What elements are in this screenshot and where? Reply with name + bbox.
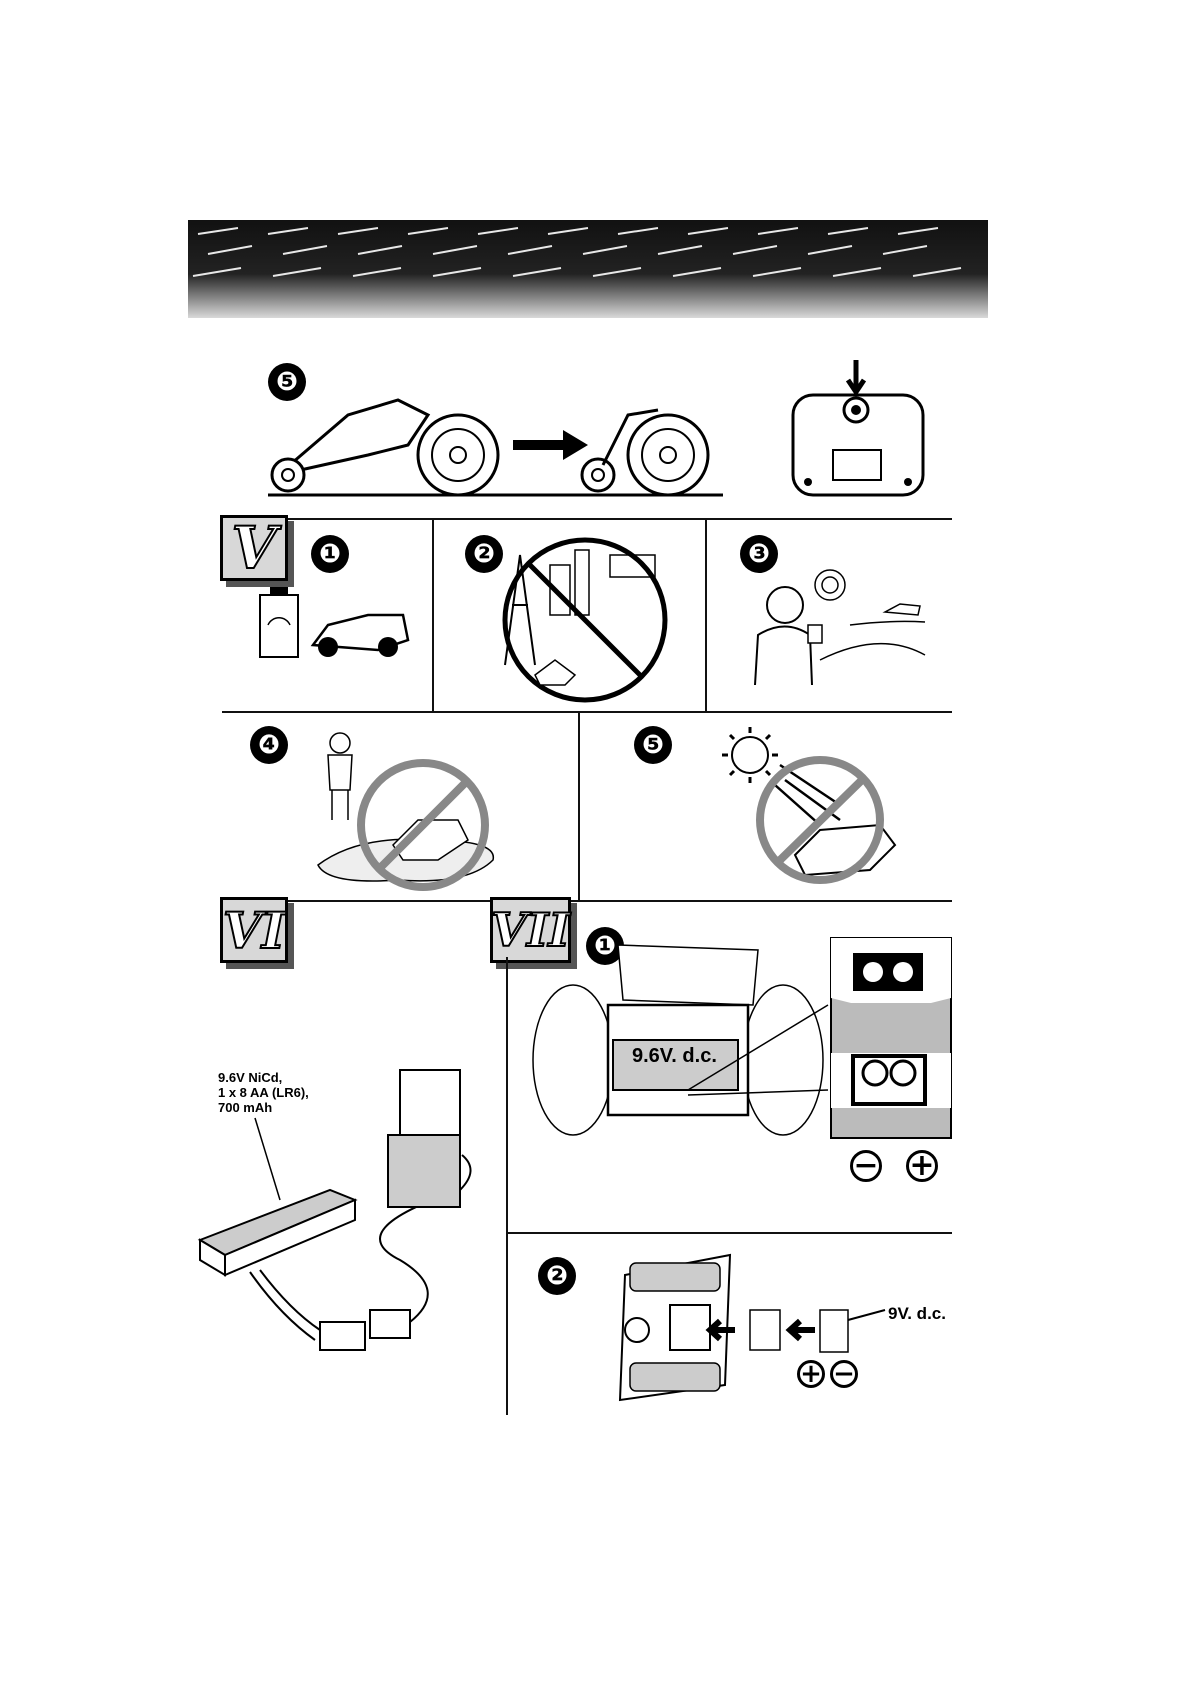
section-v-step-1: ❶ [311, 535, 349, 573]
section-vi-badge: VI [220, 897, 288, 963]
section-vii-step-2: ❷ [538, 1257, 576, 1295]
remote-battery-voltage-label: 9V. d.c. [888, 1304, 946, 1324]
car-transform-illustration [258, 395, 728, 500]
section-v-badge: V [220, 515, 288, 581]
no-city-powerlines-illustration [490, 535, 680, 705]
tread-pattern [188, 220, 988, 318]
remote-plus-terminal-icon: + [797, 1360, 825, 1388]
no-sun-heat-illustration [720, 725, 910, 895]
battery-car-illustration [258, 585, 418, 665]
no-water-puddle-illustration [318, 725, 508, 895]
plus-terminal-icon: + [906, 1150, 938, 1182]
section-v-step-4: ❹ [250, 726, 288, 764]
connector-detail-panel [831, 938, 951, 1138]
section-v-step-5: ❺ [634, 726, 672, 764]
car-battery-compartment-illustration [528, 945, 828, 1135]
battery-pack-charger-illustration [200, 1060, 500, 1400]
minus-terminal-icon: − [850, 1150, 882, 1182]
remote-controller-top [788, 360, 928, 500]
operator-outdoors-illustration [750, 560, 930, 700]
car-battery-voltage-label: 9.6V. d.c. [632, 1045, 717, 1068]
tire-tread-banner [188, 220, 988, 318]
remote-minus-terminal-icon: − [830, 1360, 858, 1388]
